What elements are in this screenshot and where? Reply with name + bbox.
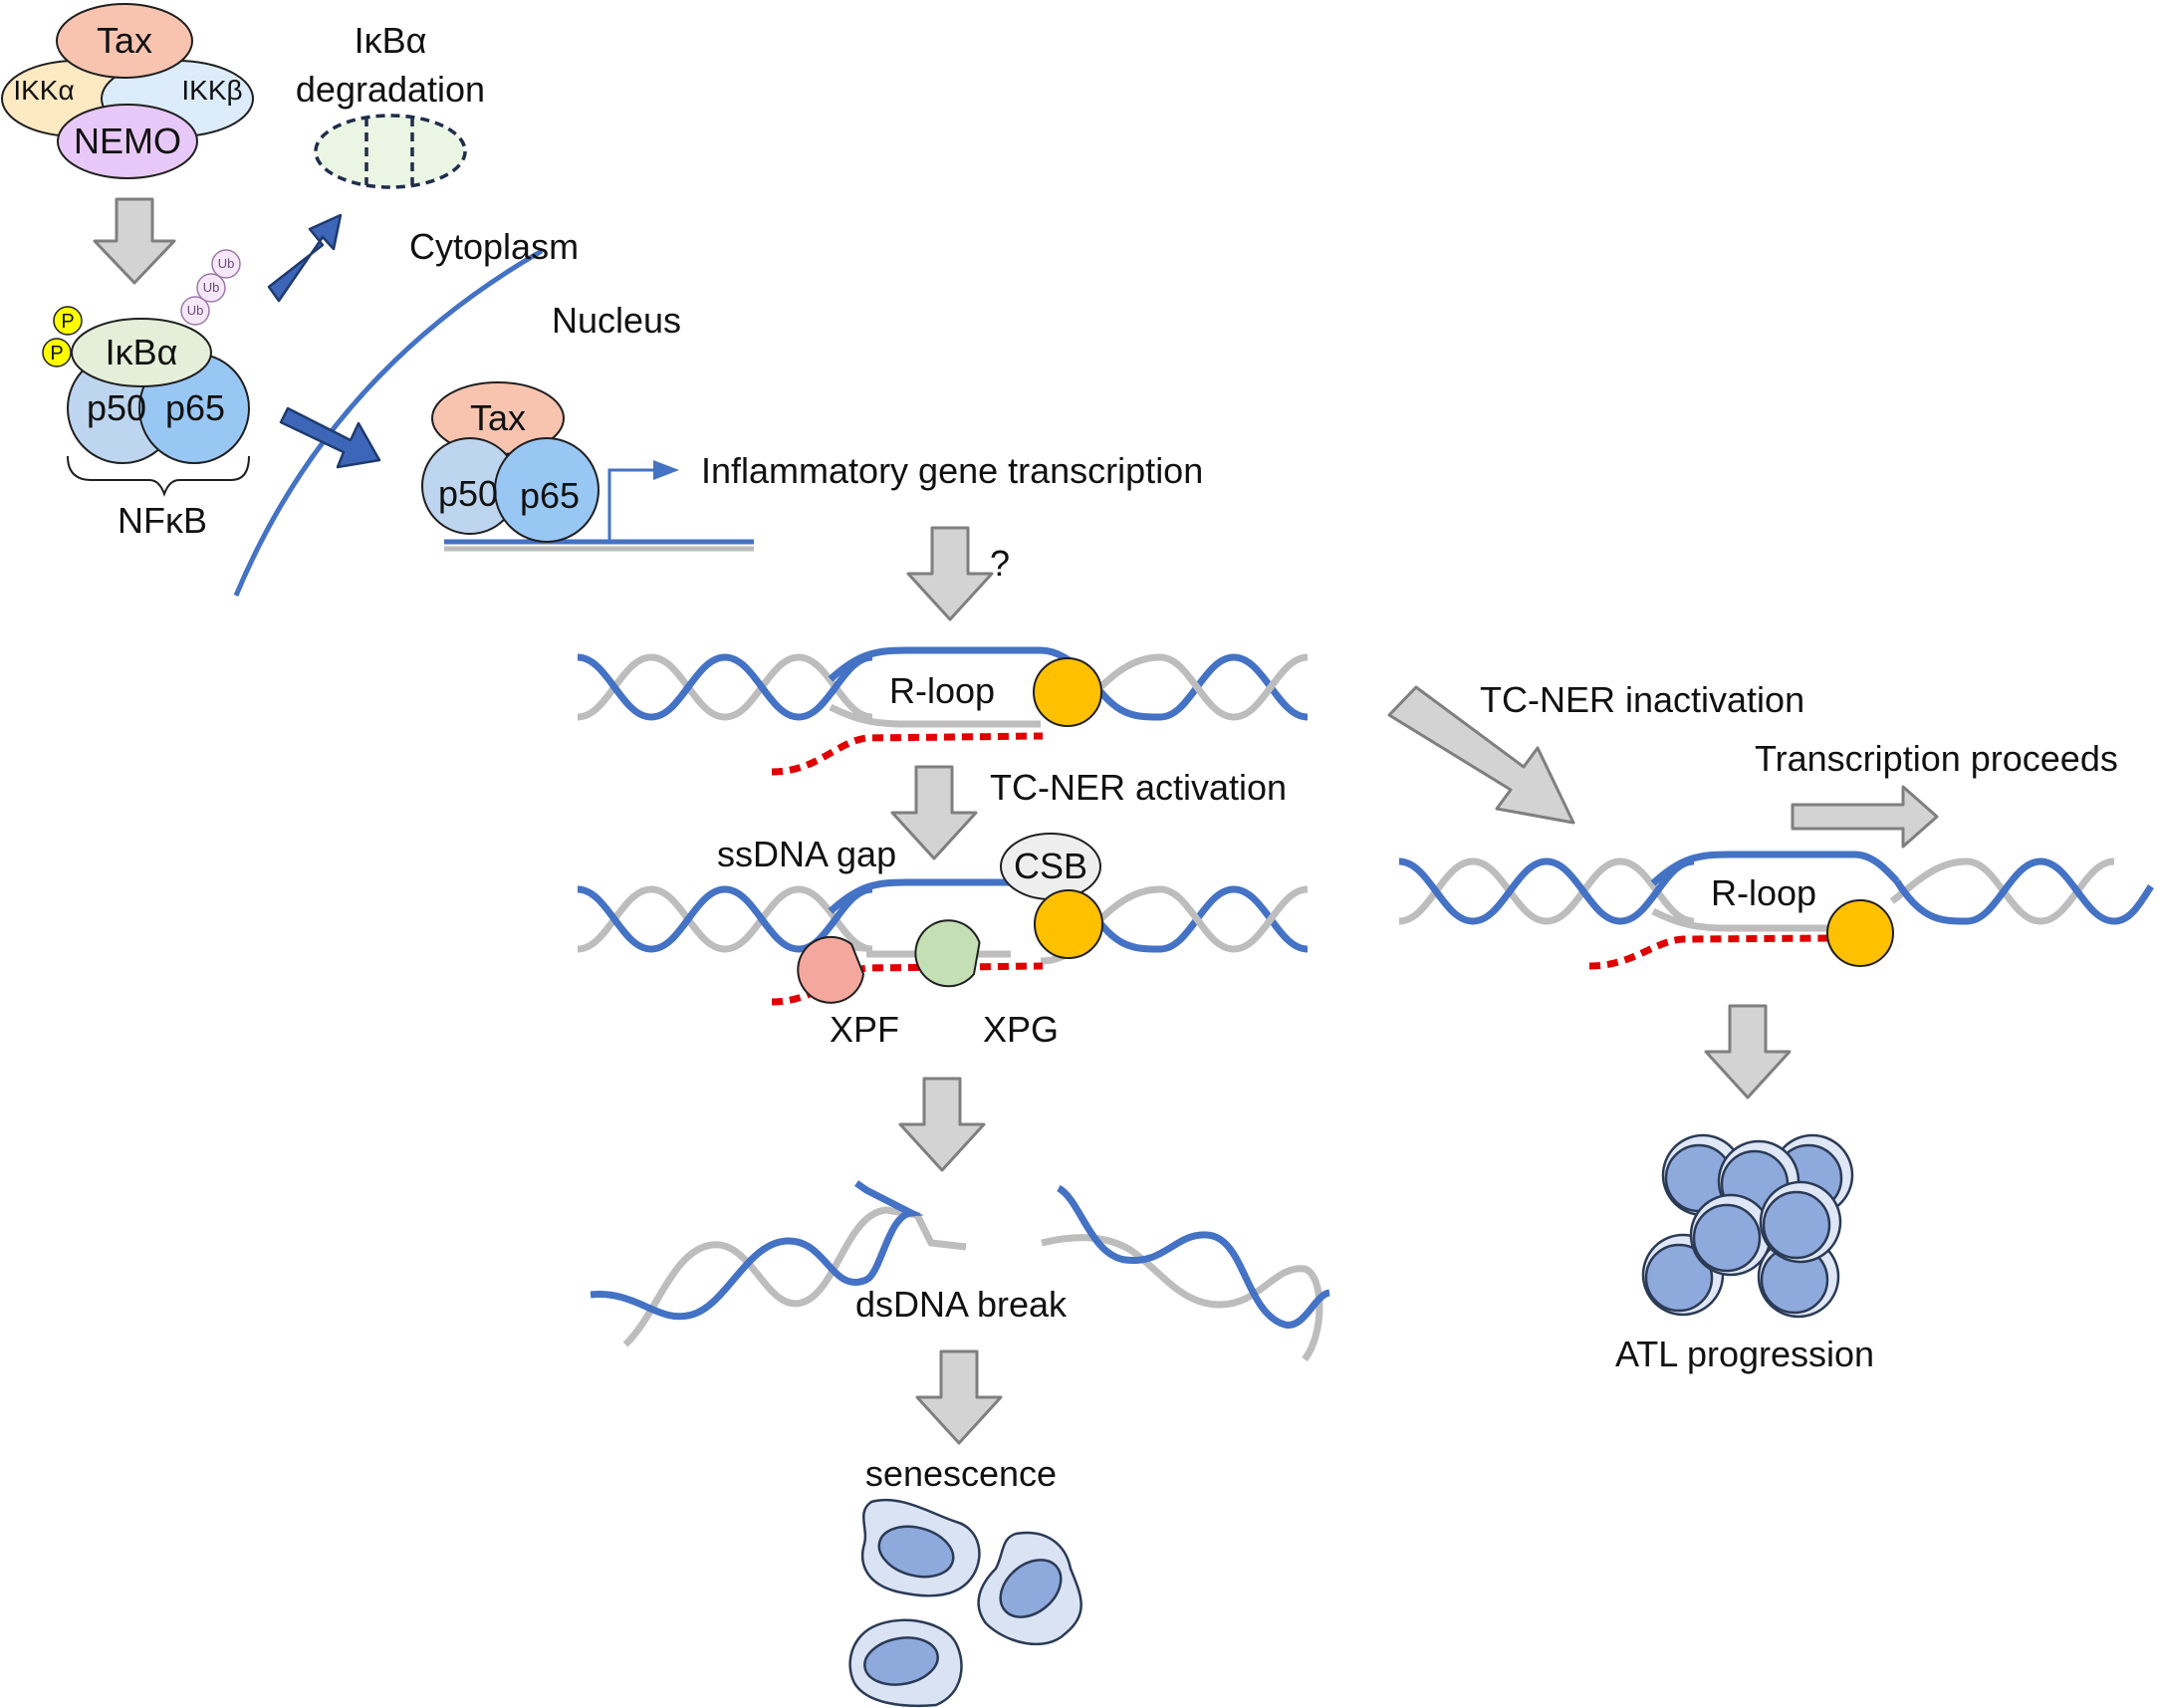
nuclear-p65 xyxy=(494,437,599,543)
broken-strand-blue xyxy=(590,1180,924,1321)
ubiquitin-2-label: Ub xyxy=(203,280,220,295)
atl-progression-label: ATL progression xyxy=(1615,1334,1874,1374)
dsdna-break-label: dsDNA break xyxy=(855,1284,1068,1325)
gray-down-arrow-icon xyxy=(906,526,994,621)
senescent-cell-icon xyxy=(848,1618,963,1708)
nuclear-tax-label: Tax xyxy=(470,397,526,438)
senescent-cell-icon xyxy=(977,1531,1082,1646)
xpf-nuclease xyxy=(797,935,865,1004)
dna-strand-gray xyxy=(1087,653,1309,721)
cytoplasm-label: Cytoplasm xyxy=(409,226,579,267)
nuclear-p50-label: p50 xyxy=(438,473,498,514)
senescence-label: senescence xyxy=(865,1453,1057,1494)
tcner-inactivation-label: TC-NER inactivation xyxy=(1480,679,1804,720)
rna-polymerase-icon xyxy=(1033,657,1102,727)
dna-strand-gray xyxy=(577,885,873,953)
nucleus-label: Nucleus xyxy=(552,300,681,341)
gray-right-arrow-icon xyxy=(1791,785,1939,849)
p65-label: p65 xyxy=(165,387,225,428)
inflammatory-transcription-label: Inflammatory gene transcription xyxy=(701,450,1203,491)
nascent-rna xyxy=(771,732,1044,776)
rloop-right-label: R-loop xyxy=(1711,872,1816,913)
ssdna-gap-label: ssDNA gap xyxy=(717,834,896,874)
gray-diagonal-arrow-icon xyxy=(1387,685,1575,825)
rloop-template-strand xyxy=(1651,907,1835,932)
degraded-ikba xyxy=(314,114,467,189)
csb-label: CSB xyxy=(1014,846,1087,886)
senescent-cells xyxy=(848,1498,1082,1708)
broken-strand-blue xyxy=(1056,1184,1331,1329)
xpg-nuclease xyxy=(914,919,981,988)
transcription-proceeds-label: Transcription proceeds xyxy=(1755,738,2118,779)
ikba-degradation: IκBα degradation xyxy=(296,20,485,189)
senescent-cell-icon xyxy=(860,1498,981,1597)
phosphate-2-label: P xyxy=(50,343,63,365)
phosphate-2 xyxy=(42,338,72,367)
transcription-start-arrow-icon xyxy=(607,468,662,541)
ubiquitin-1-label: Ub xyxy=(187,303,204,318)
gray-down-arrow-icon xyxy=(93,197,176,285)
nemo-label: NEMO xyxy=(74,121,181,161)
blue-arrow-icon xyxy=(267,213,343,303)
nfkb-label: NFκB xyxy=(118,500,207,541)
dna-strand-gray xyxy=(1398,857,1695,925)
tcner-processing: ssDNA gap CSB XPF XPG xyxy=(577,833,1309,1050)
nuclear-tax-nfkb: Tax p50 p65 Inflammatory gene transcript… xyxy=(421,381,1203,552)
ikba-inhibitor xyxy=(71,318,212,387)
ubiquitin-3 xyxy=(211,249,241,279)
rloop-template-strand xyxy=(829,703,1041,728)
dna-strand-blue xyxy=(577,885,873,953)
blue-arrow-icon xyxy=(279,406,381,469)
nfkb-brace xyxy=(67,455,250,497)
phosphate-1 xyxy=(53,306,83,336)
rna-polymerase-icon xyxy=(1034,889,1103,959)
tumor-cell-icon xyxy=(1759,1180,1842,1264)
p50-label: p50 xyxy=(87,387,146,428)
degradation-line2: degradation xyxy=(296,69,485,110)
xpg-label: XPG xyxy=(983,1009,1059,1050)
rna-polymerase-icon xyxy=(1826,899,1894,967)
gray-down-arrow-icon xyxy=(1704,1004,1792,1099)
dna-strand-blue xyxy=(1894,857,2154,925)
ubiquitin-2 xyxy=(196,273,226,303)
gray-down-arrow-icon xyxy=(915,1349,1003,1445)
nuclear-membrane xyxy=(233,248,544,597)
tax-protein xyxy=(56,3,193,79)
nemo-subunit xyxy=(57,104,198,179)
tax-label: Tax xyxy=(97,20,152,61)
tax-ikk-complex: Tax IKKα IKKβ NEMO xyxy=(1,3,254,179)
nascent-rna xyxy=(1588,934,1838,970)
rloop-center: R-loop xyxy=(577,646,1309,776)
unknown-mechanism-mark: ? xyxy=(990,543,1010,584)
rloop-right: R-loop xyxy=(1398,851,2154,970)
gray-down-arrow-icon xyxy=(898,1077,986,1172)
dna-strand-blue xyxy=(1398,857,1695,925)
atl-tumor-cells xyxy=(1641,1133,1854,1319)
gray-down-arrow-icon xyxy=(890,765,978,860)
nuclear-p65-label: p65 xyxy=(520,475,580,516)
ubiquitin-3-label: Ub xyxy=(218,256,235,271)
xpf-label: XPF xyxy=(830,1009,899,1050)
ikba-label: IκBα xyxy=(106,332,178,372)
rloop-label: R-loop xyxy=(889,670,995,711)
broken-strand-gray xyxy=(1041,1234,1323,1362)
rloop-displaced-strand xyxy=(1650,851,1900,886)
dna-strand-gray xyxy=(577,653,873,721)
phosphate-1-label: P xyxy=(61,311,74,333)
ikkb-label: IKKβ xyxy=(181,75,242,106)
transcription-start-arrowhead xyxy=(653,460,679,480)
ikka-label: IKKα xyxy=(13,75,74,106)
nfkb-ikba-complex: p50 p65 IκBα P P Ub Ub Ub NFκB xyxy=(42,249,250,541)
dsdna-break: dsDNA break xyxy=(590,1180,1331,1362)
degradation-line1: IκBα xyxy=(355,20,427,61)
broken-strand-gray xyxy=(622,1206,967,1347)
ubiquitin-1 xyxy=(180,296,210,326)
dna-strand-blue xyxy=(577,653,873,721)
tumor-cell-icon xyxy=(1689,1193,1773,1277)
tcner-activation-label: TC-NER activation xyxy=(990,767,1287,808)
